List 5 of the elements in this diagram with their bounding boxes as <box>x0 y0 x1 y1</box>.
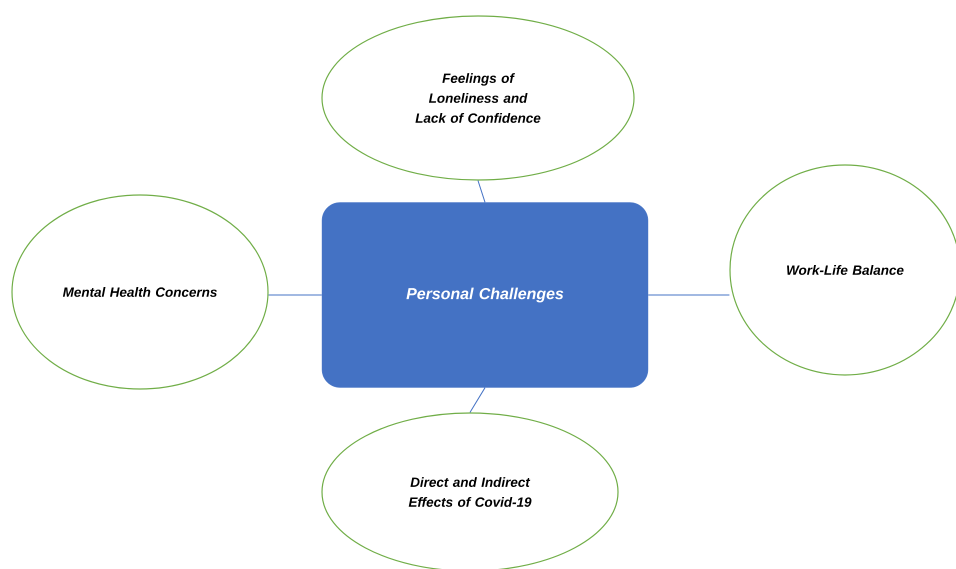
connector-line <box>648 294 730 296</box>
connector-line <box>268 294 322 296</box>
process-box: Personal Challenges <box>322 202 648 388</box>
connector-line <box>470 387 486 413</box>
connector-line <box>478 180 486 203</box>
